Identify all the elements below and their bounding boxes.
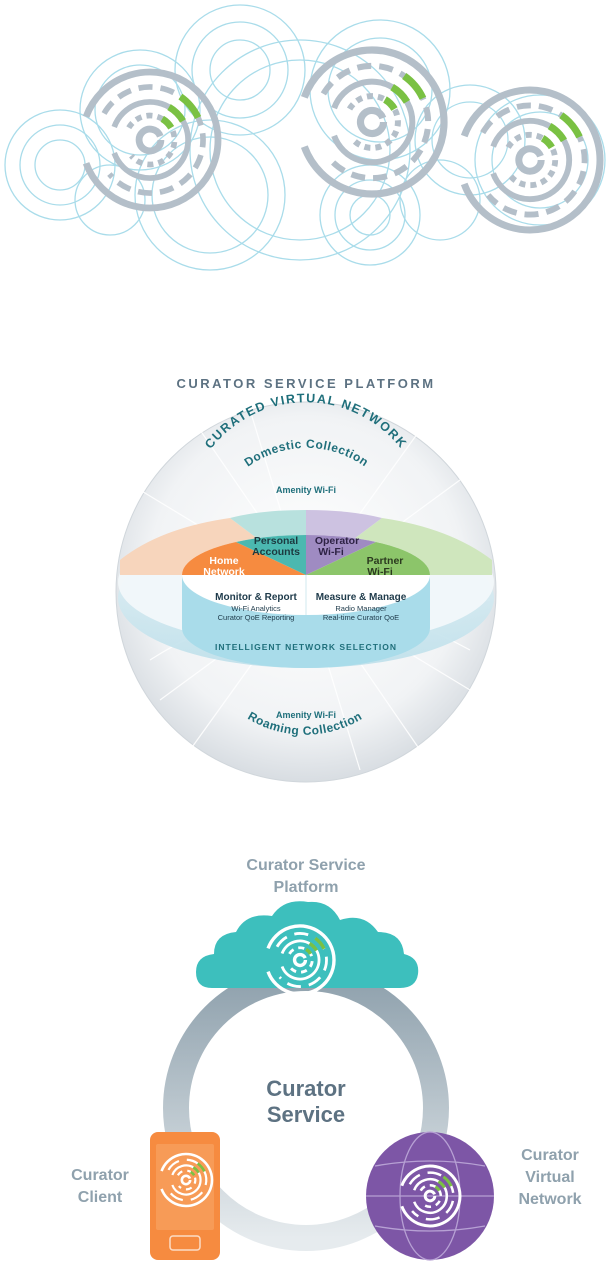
partner-label-1: Partner bbox=[367, 555, 404, 567]
partner-label-2: Wi-Fi bbox=[367, 566, 393, 578]
slice-partner bbox=[306, 542, 430, 575]
client-label-2: Client bbox=[78, 1189, 123, 1206]
amenity-wifi-top: Amenity Wi-Fi bbox=[276, 485, 336, 495]
cloud-emblem bbox=[266, 924, 336, 996]
operator-label-1: Operator bbox=[315, 535, 359, 547]
curator-service-platform-diagram: CURATOR SERVICE PLATFORM Home Network bbox=[0, 360, 612, 790]
center-label-1: Curator bbox=[266, 1076, 346, 1101]
client-label-1: Curator bbox=[71, 1167, 129, 1184]
slice-personal bbox=[236, 535, 306, 575]
curator-emblem-left bbox=[82, 68, 222, 212]
platform-label-1: Curator Service bbox=[246, 857, 365, 874]
home-label-2: Network bbox=[203, 566, 245, 578]
center-label-2: Service bbox=[267, 1102, 345, 1127]
globe-icon bbox=[366, 1131, 494, 1261]
curator-service-cycle: Curator Service Curator Service Platform… bbox=[0, 840, 612, 1266]
measure-title: Measure & Manage bbox=[316, 592, 407, 603]
globe-emblem bbox=[400, 1164, 462, 1228]
measure-line-1: Radio Manager bbox=[335, 604, 387, 613]
network-rings-illustration bbox=[0, 0, 612, 300]
slice-home bbox=[182, 542, 306, 575]
monitor-line-1: Wi-Fi Analytics bbox=[231, 604, 280, 613]
slice-operator bbox=[306, 535, 376, 575]
virtual-label-1: Curator bbox=[521, 1147, 579, 1164]
personal-label-2: Accounts bbox=[252, 546, 300, 558]
network-selection-label: INTELLIGENT NETWORK SELECTION bbox=[215, 642, 397, 652]
cloud-icon bbox=[196, 901, 419, 996]
measure-line-2: Real-time Curator QoE bbox=[323, 613, 399, 622]
personal-label-1: Personal bbox=[254, 535, 298, 547]
monitor-line-2: Curator QoE Reporting bbox=[218, 613, 295, 622]
phone-icon bbox=[150, 1132, 220, 1260]
virtual-label-2: Virtual bbox=[525, 1169, 575, 1186]
platform-title: CURATOR SERVICE PLATFORM bbox=[176, 376, 435, 391]
platform-label-2: Platform bbox=[274, 879, 339, 896]
home-label-1: Home bbox=[209, 555, 238, 567]
amenity-wifi-bottom: Amenity Wi-Fi bbox=[276, 710, 336, 720]
virtual-label-3: Network bbox=[518, 1191, 581, 1208]
operator-label-2: Wi-Fi bbox=[318, 546, 344, 558]
curator-emblem-right bbox=[460, 86, 604, 234]
curator-emblem-middle bbox=[300, 46, 448, 198]
monitor-title: Monitor & Report bbox=[215, 592, 297, 603]
phone-emblem bbox=[160, 1152, 214, 1208]
